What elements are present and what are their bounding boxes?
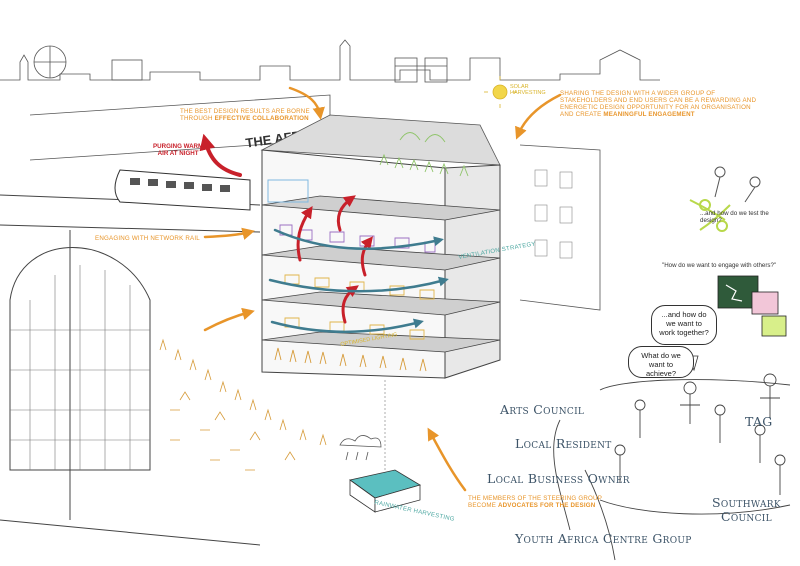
solar-label: SOLAR HARVESTING xyxy=(510,84,546,97)
collaboration-note: THE BEST DESIGN RESULTS ARE BORNE THROUG… xyxy=(180,108,310,122)
sharing-line-2: STAKEHOLDERS AND END USERS CAN BE A REWA… xyxy=(560,97,757,105)
southwark-line-2: Council xyxy=(720,509,772,525)
collaboration-line-1: THE BEST DESIGN RESULTS ARE BORNE xyxy=(180,108,310,115)
train xyxy=(114,169,251,211)
sharing-line-4: AND CREATE MEANINGFUL ENGAGEMENT xyxy=(560,111,756,118)
sharing-line-3: ENERGETIC DESIGN OPPORTUNITY FOR AN ORGA… xyxy=(560,104,751,112)
steering-line-2: BECOME ADVOCATES FOR THE DESIGN xyxy=(468,502,602,509)
engage-question: "How do we want to engage with others?" xyxy=(662,262,777,269)
southwark-council-label: Southwark Council xyxy=(712,495,781,525)
steering-line-1: THE MEMBERS OF THE STEERING GROUP xyxy=(468,495,603,502)
sun-icon xyxy=(484,76,516,108)
solar-line-2: HARVESTING xyxy=(510,90,546,97)
callout-arrows xyxy=(203,86,562,492)
southwark-line-1: Southwark xyxy=(712,495,781,510)
achieve-text: What do we want to achieve? xyxy=(641,351,681,378)
rain-cloud xyxy=(339,435,382,461)
sharing-note: SHARING THE DESIGN WITH A WIDER GROUP OF… xyxy=(560,90,756,119)
collaboration-line-2-prefix: THROUGH xyxy=(180,115,215,123)
work-together-text: ...and how do we want to work together? xyxy=(659,310,709,337)
london-skyline xyxy=(0,39,660,83)
test-design-question: ...and how do we test the design? xyxy=(700,210,769,225)
sharing-line-1: SHARING THE DESIGN WITH A WIDER GROUP OF xyxy=(560,90,716,97)
achieve-bubble: What do we want to achieve? xyxy=(628,346,694,378)
railway-viaduct xyxy=(0,194,261,546)
network-rail-label: ENGAGING WITH NETWORK RAIL xyxy=(95,235,200,242)
steering-line-2-prefix: BECOME xyxy=(468,502,498,510)
purging-line-1: PURGING WARM xyxy=(153,143,204,150)
local-resident-label: Local Resident xyxy=(515,436,612,451)
solar-line-1: SOLAR xyxy=(510,84,529,90)
steering-line-2-bold: ADVOCATES FOR THE DESIGN xyxy=(497,502,596,510)
youth-group-label: Youth Africa Centre Group xyxy=(515,531,692,546)
purple-floor-furniture xyxy=(279,224,436,253)
steering-note: THE MEMBERS OF THE STEERING GROUP BECOME… xyxy=(468,495,602,509)
puzzle-icon xyxy=(717,275,787,337)
testing-sketch xyxy=(689,166,761,232)
street-crowd xyxy=(159,338,327,471)
collaboration-line-2: THROUGH EFFECTIVE COLLABORATION xyxy=(180,115,310,122)
ground-floor-people xyxy=(274,347,427,372)
sharing-line-4-prefix: AND CREATE xyxy=(560,111,604,119)
arts-council-label: Arts Council xyxy=(500,402,585,417)
purging-air-arrows xyxy=(199,133,373,324)
tag-label: TAG xyxy=(745,414,773,429)
sharing-line-4-bold: MEANINGFUL ENGAGEMENT xyxy=(603,111,695,119)
purging-label: PURGING WARM AIR AT NIGHT xyxy=(153,143,203,157)
local-business-owner-label: Local Business Owner xyxy=(487,471,630,486)
work-together-bubble: ...and how do we want to work together? xyxy=(651,305,717,345)
workshop-people xyxy=(553,373,791,561)
collaboration-line-2-bold: EFFECTIVE COLLABORATION xyxy=(214,115,309,123)
rainwater-tank xyxy=(349,380,421,513)
top-floor-people xyxy=(379,132,469,177)
purging-line-2: AIR AT NIGHT xyxy=(157,150,199,158)
ventilation-curves xyxy=(268,228,449,333)
